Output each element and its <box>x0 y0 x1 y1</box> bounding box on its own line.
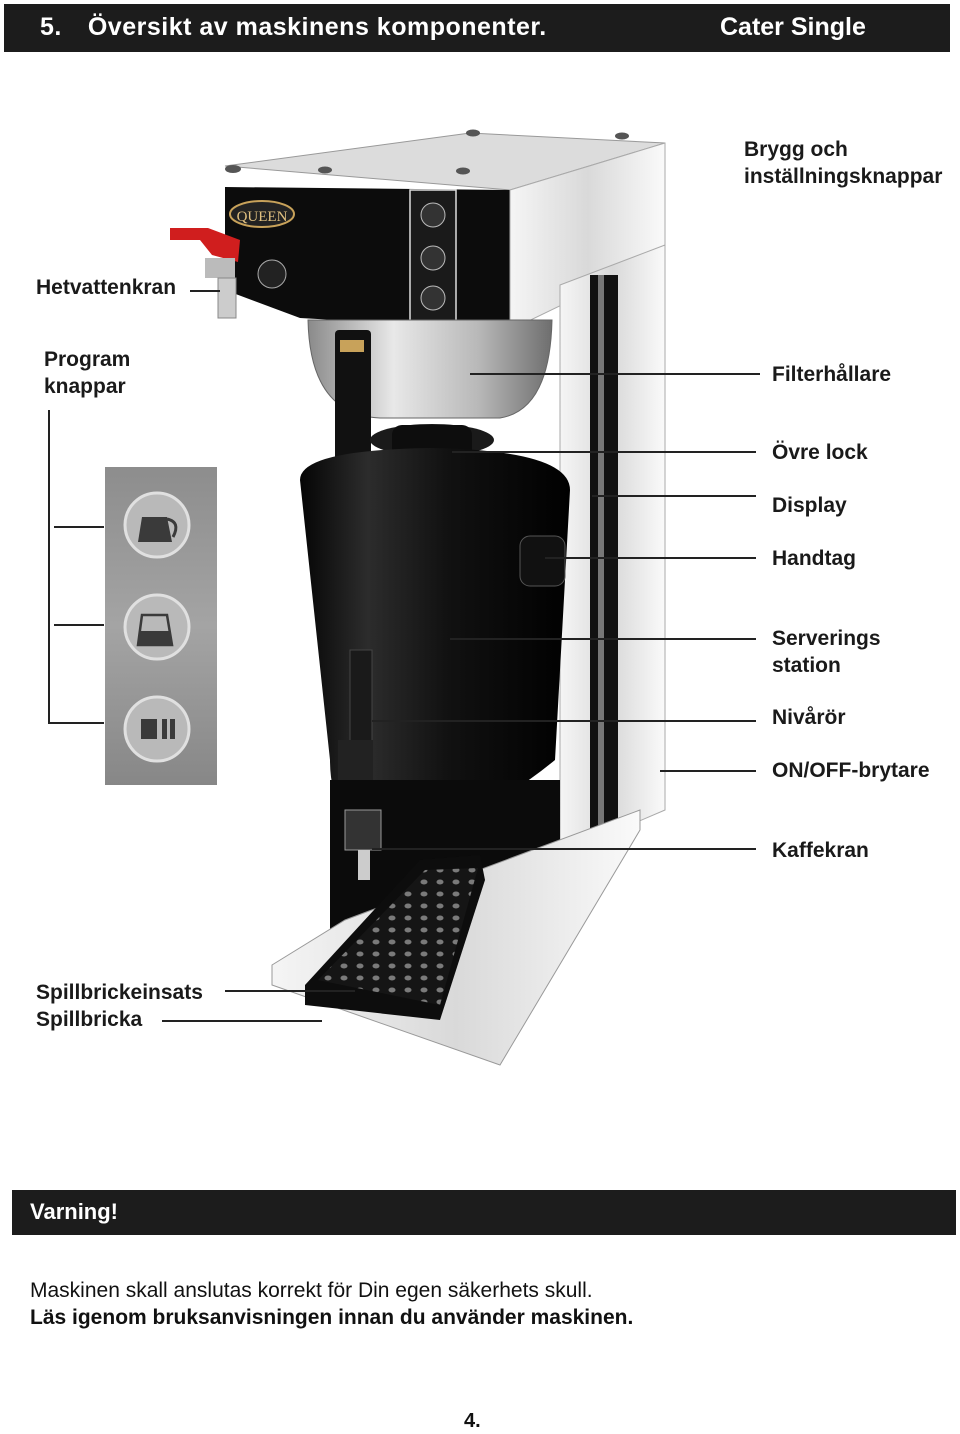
drip-tray-grid <box>318 868 478 1005</box>
stop-pause-icon <box>123 695 191 763</box>
machine-illustration: QUEEN <box>170 129 666 1066</box>
queen-logo: QUEEN <box>237 209 288 225</box>
label-serving-station-line2: station <box>772 654 841 677</box>
leader-hot-water-tap <box>190 290 220 292</box>
leader-filter-holder <box>470 373 760 375</box>
model-name: Cater Single <box>720 13 866 41</box>
brew-button-1 <box>420 202 446 228</box>
label-serving-station: Serverings station <box>772 625 881 679</box>
label-program-buttons-line2: knappar <box>44 375 126 398</box>
label-drip-tray: Spillbricka <box>36 1008 143 1031</box>
label-brew-buttons: Brygg och inställningsknappar <box>744 136 942 190</box>
leader-coffee-tap <box>372 848 756 850</box>
label-coffee-tap: Kaffekran <box>772 839 869 862</box>
leader-drip-tray <box>162 1020 322 1022</box>
hot-water-tap <box>170 228 287 319</box>
label-hot-water-tap: Hetvattenkran <box>36 276 177 299</box>
label-program-buttons: Program knappar <box>44 346 130 400</box>
leader-upper-lid <box>452 451 756 453</box>
leader-drip-tray-insert <box>225 990 355 992</box>
filter-holder <box>307 319 553 470</box>
label-program-buttons-line1: Program <box>44 348 131 371</box>
label-brew-buttons-line2: inställningsknappar <box>744 165 943 188</box>
machine-column <box>559 244 666 856</box>
leader-program-2 <box>54 624 104 626</box>
leader-display <box>592 495 756 497</box>
label-drip-tray-insert: Spillbrickeinsats <box>36 981 203 1004</box>
label-level-tube: Nivårör <box>772 706 846 729</box>
page-number: 4. <box>464 1410 481 1432</box>
page-header: 5. Översikt av maskinens komponenter. Cat… <box>4 4 950 52</box>
section-title: 5. Översikt av maskinens komponenter. <box>40 13 547 42</box>
label-display: Display <box>772 494 847 517</box>
leader-program-3 <box>48 722 104 724</box>
warning-line-1: Maskinen skall anslutas korrekt för Din … <box>30 1279 593 1302</box>
section-title-text: Översikt av maskinens komponenter. <box>87 13 547 41</box>
label-filter-holder: Filterhållare <box>772 363 892 386</box>
program-buttons-closeup <box>105 467 217 785</box>
label-handle: Handtag <box>772 547 856 570</box>
label-brew-buttons-line1: Brygg och <box>744 138 848 161</box>
leader-on-off-switch <box>660 770 756 772</box>
warning-heading: Varning! <box>30 1199 119 1224</box>
brew-button-3 <box>420 285 446 311</box>
leader-level-tube <box>372 720 756 722</box>
brew-button-2 <box>420 245 446 271</box>
machine-top <box>224 129 666 191</box>
leader-serving-station <box>450 638 756 640</box>
label-on-off-switch: ON/OFF-brytare <box>772 759 930 782</box>
section-number: 5. <box>40 13 62 41</box>
label-upper-lid: Övre lock <box>772 441 868 464</box>
label-serving-station-line1: Serverings <box>772 627 881 650</box>
program-bracket-vertical <box>48 410 50 724</box>
leader-handle <box>545 557 756 559</box>
carafe-full-icon <box>123 491 191 559</box>
base-and-tray <box>271 809 641 1066</box>
machine-head: QUEEN <box>225 142 666 331</box>
warning-line-2: Läs igenom bruksanvisningen innan du anv… <box>30 1306 634 1329</box>
leader-program-1 <box>54 526 104 528</box>
carafe-half-icon <box>123 593 191 661</box>
warning-banner: Varning! <box>12 1190 956 1235</box>
